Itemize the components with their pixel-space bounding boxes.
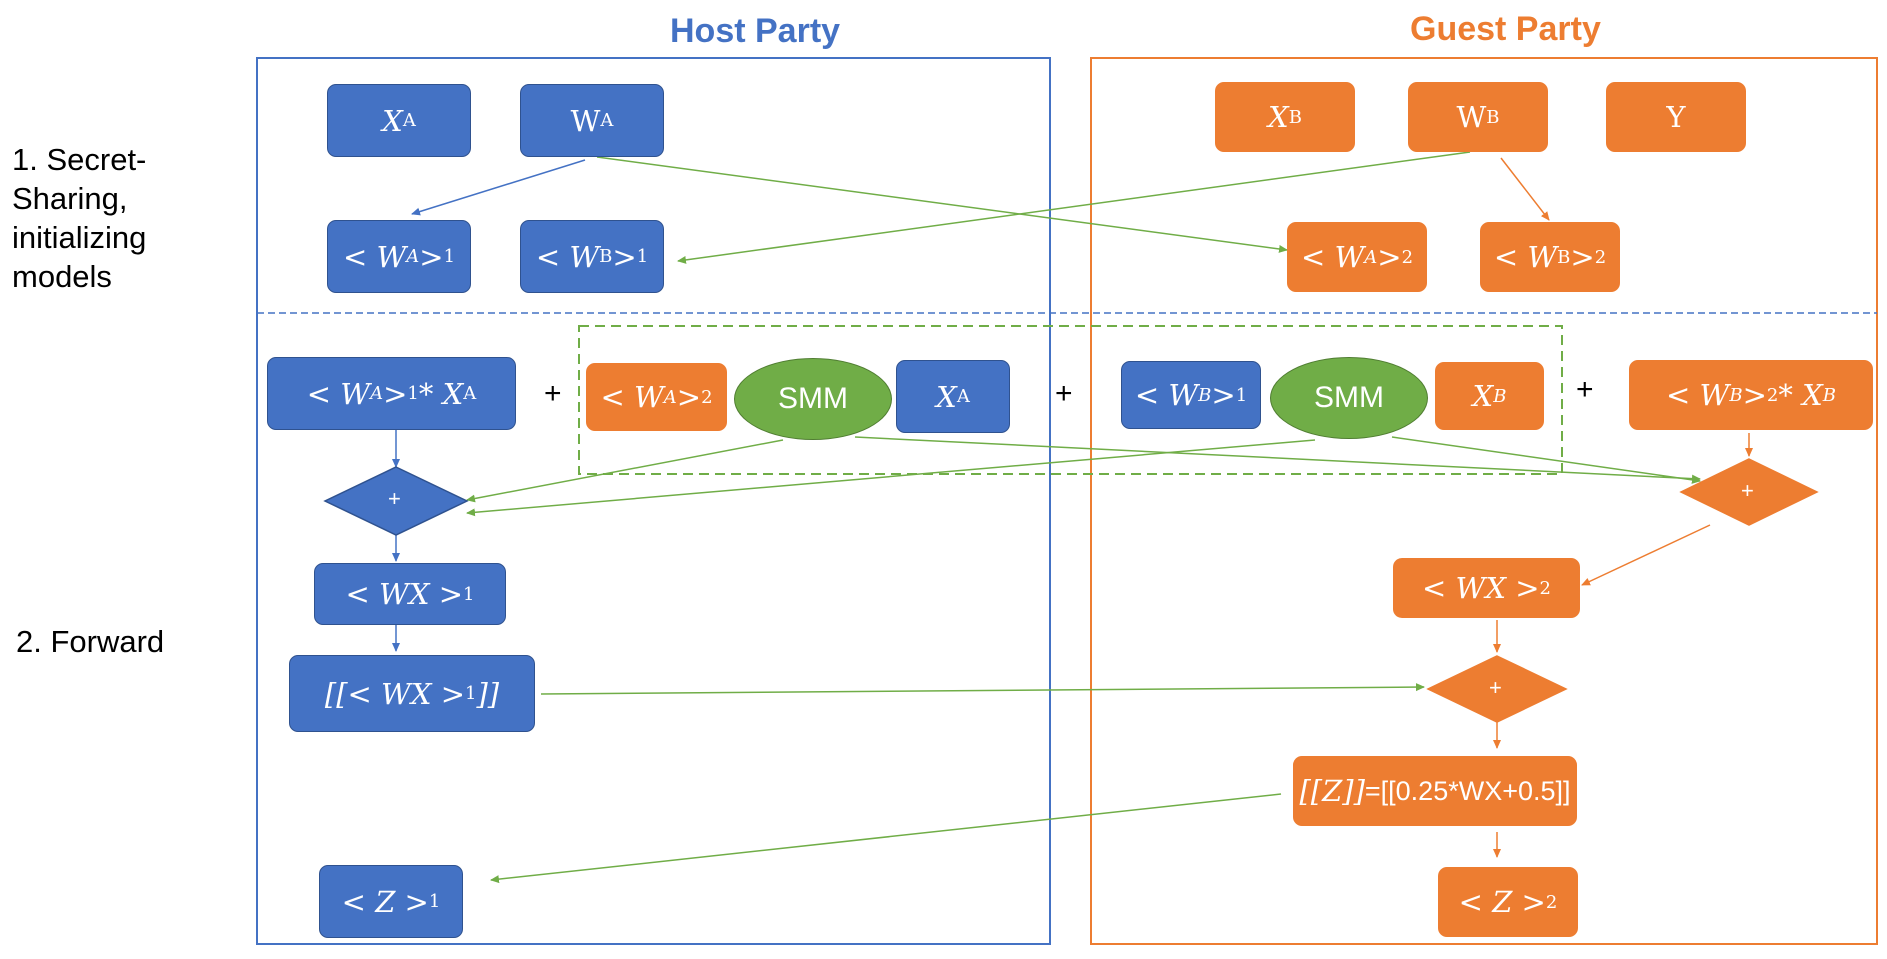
guest-add-diamond xyxy=(1679,458,1819,526)
arrow-wb-to-wb1 xyxy=(677,151,1471,264)
node-wx-share-2: < WX >2 xyxy=(1393,558,1580,618)
plus-sign-2: + xyxy=(1055,377,1073,410)
arrow-wa-to-wa1 xyxy=(411,159,586,216)
arrow-plus-to-wx2 xyxy=(1581,524,1711,586)
guest-add-symbol: + xyxy=(1741,478,1754,503)
guest-add-symbol-2: + xyxy=(1489,675,1502,700)
node-z-share-1: < Z >1 xyxy=(319,865,463,938)
arrow-smm1-to-guest-plus xyxy=(854,436,1701,483)
node-wx-share-1: < WX >1 xyxy=(314,563,506,625)
arrow-smm1-to-host-plus xyxy=(466,439,784,503)
guest-add-diamond-2 xyxy=(1426,655,1568,723)
step-2-label: 2. Forward xyxy=(16,624,165,659)
arrow-z-enc-to-z1 xyxy=(490,793,1282,884)
plus-sign-1: + xyxy=(544,377,562,410)
arrow-wa-to-wa2 xyxy=(596,156,1288,253)
smm-node-1: SMM xyxy=(734,358,892,440)
node-encrypted-z: [[Z]]=[[0.25*WX+0.5]] xyxy=(1293,756,1577,826)
secure-matrix-multiplication-region xyxy=(578,325,1563,475)
host-party-title: Host Party xyxy=(670,12,841,50)
arrow-smm2-to-guest-plus xyxy=(1391,436,1701,484)
arrow-wb-to-wb2 xyxy=(1500,157,1550,221)
host-add-diamond xyxy=(323,466,469,536)
host-party-frame xyxy=(256,57,1051,945)
node-z-share-2: < Z >2 xyxy=(1438,867,1578,937)
arrow-enc-wx1-to-plus2 xyxy=(540,683,1425,695)
guest-party-frame xyxy=(1090,57,1878,945)
node-encrypted-wx-share-1: [[< WX >1]] xyxy=(289,655,535,732)
plus-sign-3: + xyxy=(1576,373,1594,406)
host-add-symbol: + xyxy=(388,486,401,511)
smm-node-2: SMM xyxy=(1270,357,1428,439)
guest-party-title: Guest Party xyxy=(1410,10,1601,48)
step-1-label: 1. Secret- Sharing, initializing models xyxy=(12,142,147,294)
node-y: Y xyxy=(1606,82,1746,152)
